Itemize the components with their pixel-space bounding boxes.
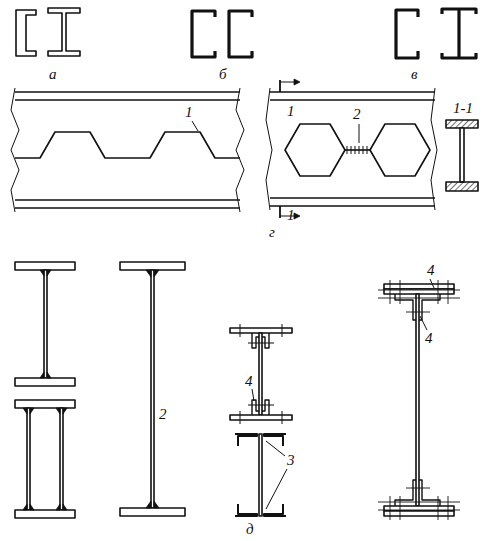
drawing-stroke — [240, 324, 282, 424]
drawing-stroke — [252, 389, 254, 401]
drawing-stroke — [60, 408, 63, 510]
drawing-stroke — [229, 11, 252, 57]
drawing-stroke — [15, 199, 240, 201]
drawing-stroke — [270, 205, 435, 207]
drawing-stroke — [230, 415, 292, 420]
drawing-stroke — [11, 8, 478, 520]
drawing-stroke — [446, 120, 478, 128]
drawing-stroke — [23, 408, 67, 510]
drawing-stroke — [120, 508, 185, 516]
drawing-stroke — [345, 149, 370, 151]
callout-number: 4 — [244, 373, 254, 389]
drawing-stroke — [280, 82, 294, 216]
drawing-stroke — [15, 378, 75, 386]
drawing-stroke — [266, 441, 285, 456]
callout-number: 3 — [286, 452, 296, 468]
drawing-stroke — [378, 496, 460, 520]
drawing-stroke — [270, 91, 435, 93]
section-name: 1-1 — [452, 100, 474, 116]
drawing-stroke — [359, 124, 360, 143]
drawing-stroke — [151, 270, 154, 508]
drawing-stroke — [192, 121, 198, 131]
drawing-stroke — [266, 88, 272, 210]
drawing-stroke — [235, 504, 257, 516]
drawing-stroke — [48, 8, 80, 56]
drawing-stroke — [264, 434, 286, 446]
drawing-stroke — [370, 124, 430, 176]
drawing-stroke — [15, 91, 240, 93]
drawing-stroke — [252, 333, 269, 348]
drawing-stroke — [11, 88, 19, 212]
drawing-stroke — [236, 88, 244, 212]
drawing-stroke — [192, 11, 215, 57]
drawing-stroke — [384, 511, 454, 516]
drawing-stroke — [15, 262, 75, 270]
section-mark: 1 — [286, 207, 296, 223]
drawing-stroke — [40, 270, 51, 378]
drawing-stroke — [15, 207, 240, 209]
drawing-stroke — [27, 408, 30, 510]
drawing-stroke — [396, 10, 418, 58]
drawing-stroke — [446, 182, 478, 191]
drawing-stroke — [44, 270, 47, 378]
drawing-stroke — [416, 294, 419, 506]
drawing-stroke — [279, 80, 281, 218]
drawing-stroke — [270, 99, 435, 101]
drawing-stroke — [252, 400, 269, 415]
section-mark: 1 — [286, 103, 296, 119]
drawing-stroke — [15, 400, 75, 408]
drawing-stroke — [442, 9, 476, 58]
callout-number: 4 — [424, 330, 434, 346]
drawing-stroke — [16, 10, 36, 56]
drawing-stroke — [285, 124, 345, 176]
part-letter: а — [48, 66, 58, 82]
callout-number: 2 — [158, 406, 168, 422]
drawing-stroke — [259, 333, 262, 415]
drawing-stroke — [460, 128, 464, 182]
drawing-stroke — [266, 469, 287, 509]
drawing-stroke — [431, 88, 437, 210]
callout-number: 1 — [184, 104, 194, 120]
drawing-stroke — [294, 79, 300, 219]
drawing-stroke — [15, 99, 240, 101]
drawing-stroke — [146, 270, 159, 508]
callout-number: 2 — [352, 106, 362, 122]
drawing-stroke — [378, 280, 460, 304]
drawing-stroke — [430, 279, 434, 288]
drawing-stroke — [15, 132, 240, 158]
part-letter: д — [245, 521, 255, 537]
part-letter: г — [268, 224, 276, 240]
drawing-stroke — [120, 262, 185, 270]
callout-number: 4 — [426, 262, 436, 278]
drawing-stroke — [235, 434, 257, 446]
drawing-stroke — [420, 316, 427, 330]
drawing-stroke — [347, 146, 367, 154]
part-letter: в — [410, 66, 419, 82]
part-letter: б — [218, 66, 228, 82]
drawing-stroke — [15, 510, 75, 518]
drawing-stroke — [259, 434, 262, 516]
drawing-stroke — [270, 197, 435, 199]
